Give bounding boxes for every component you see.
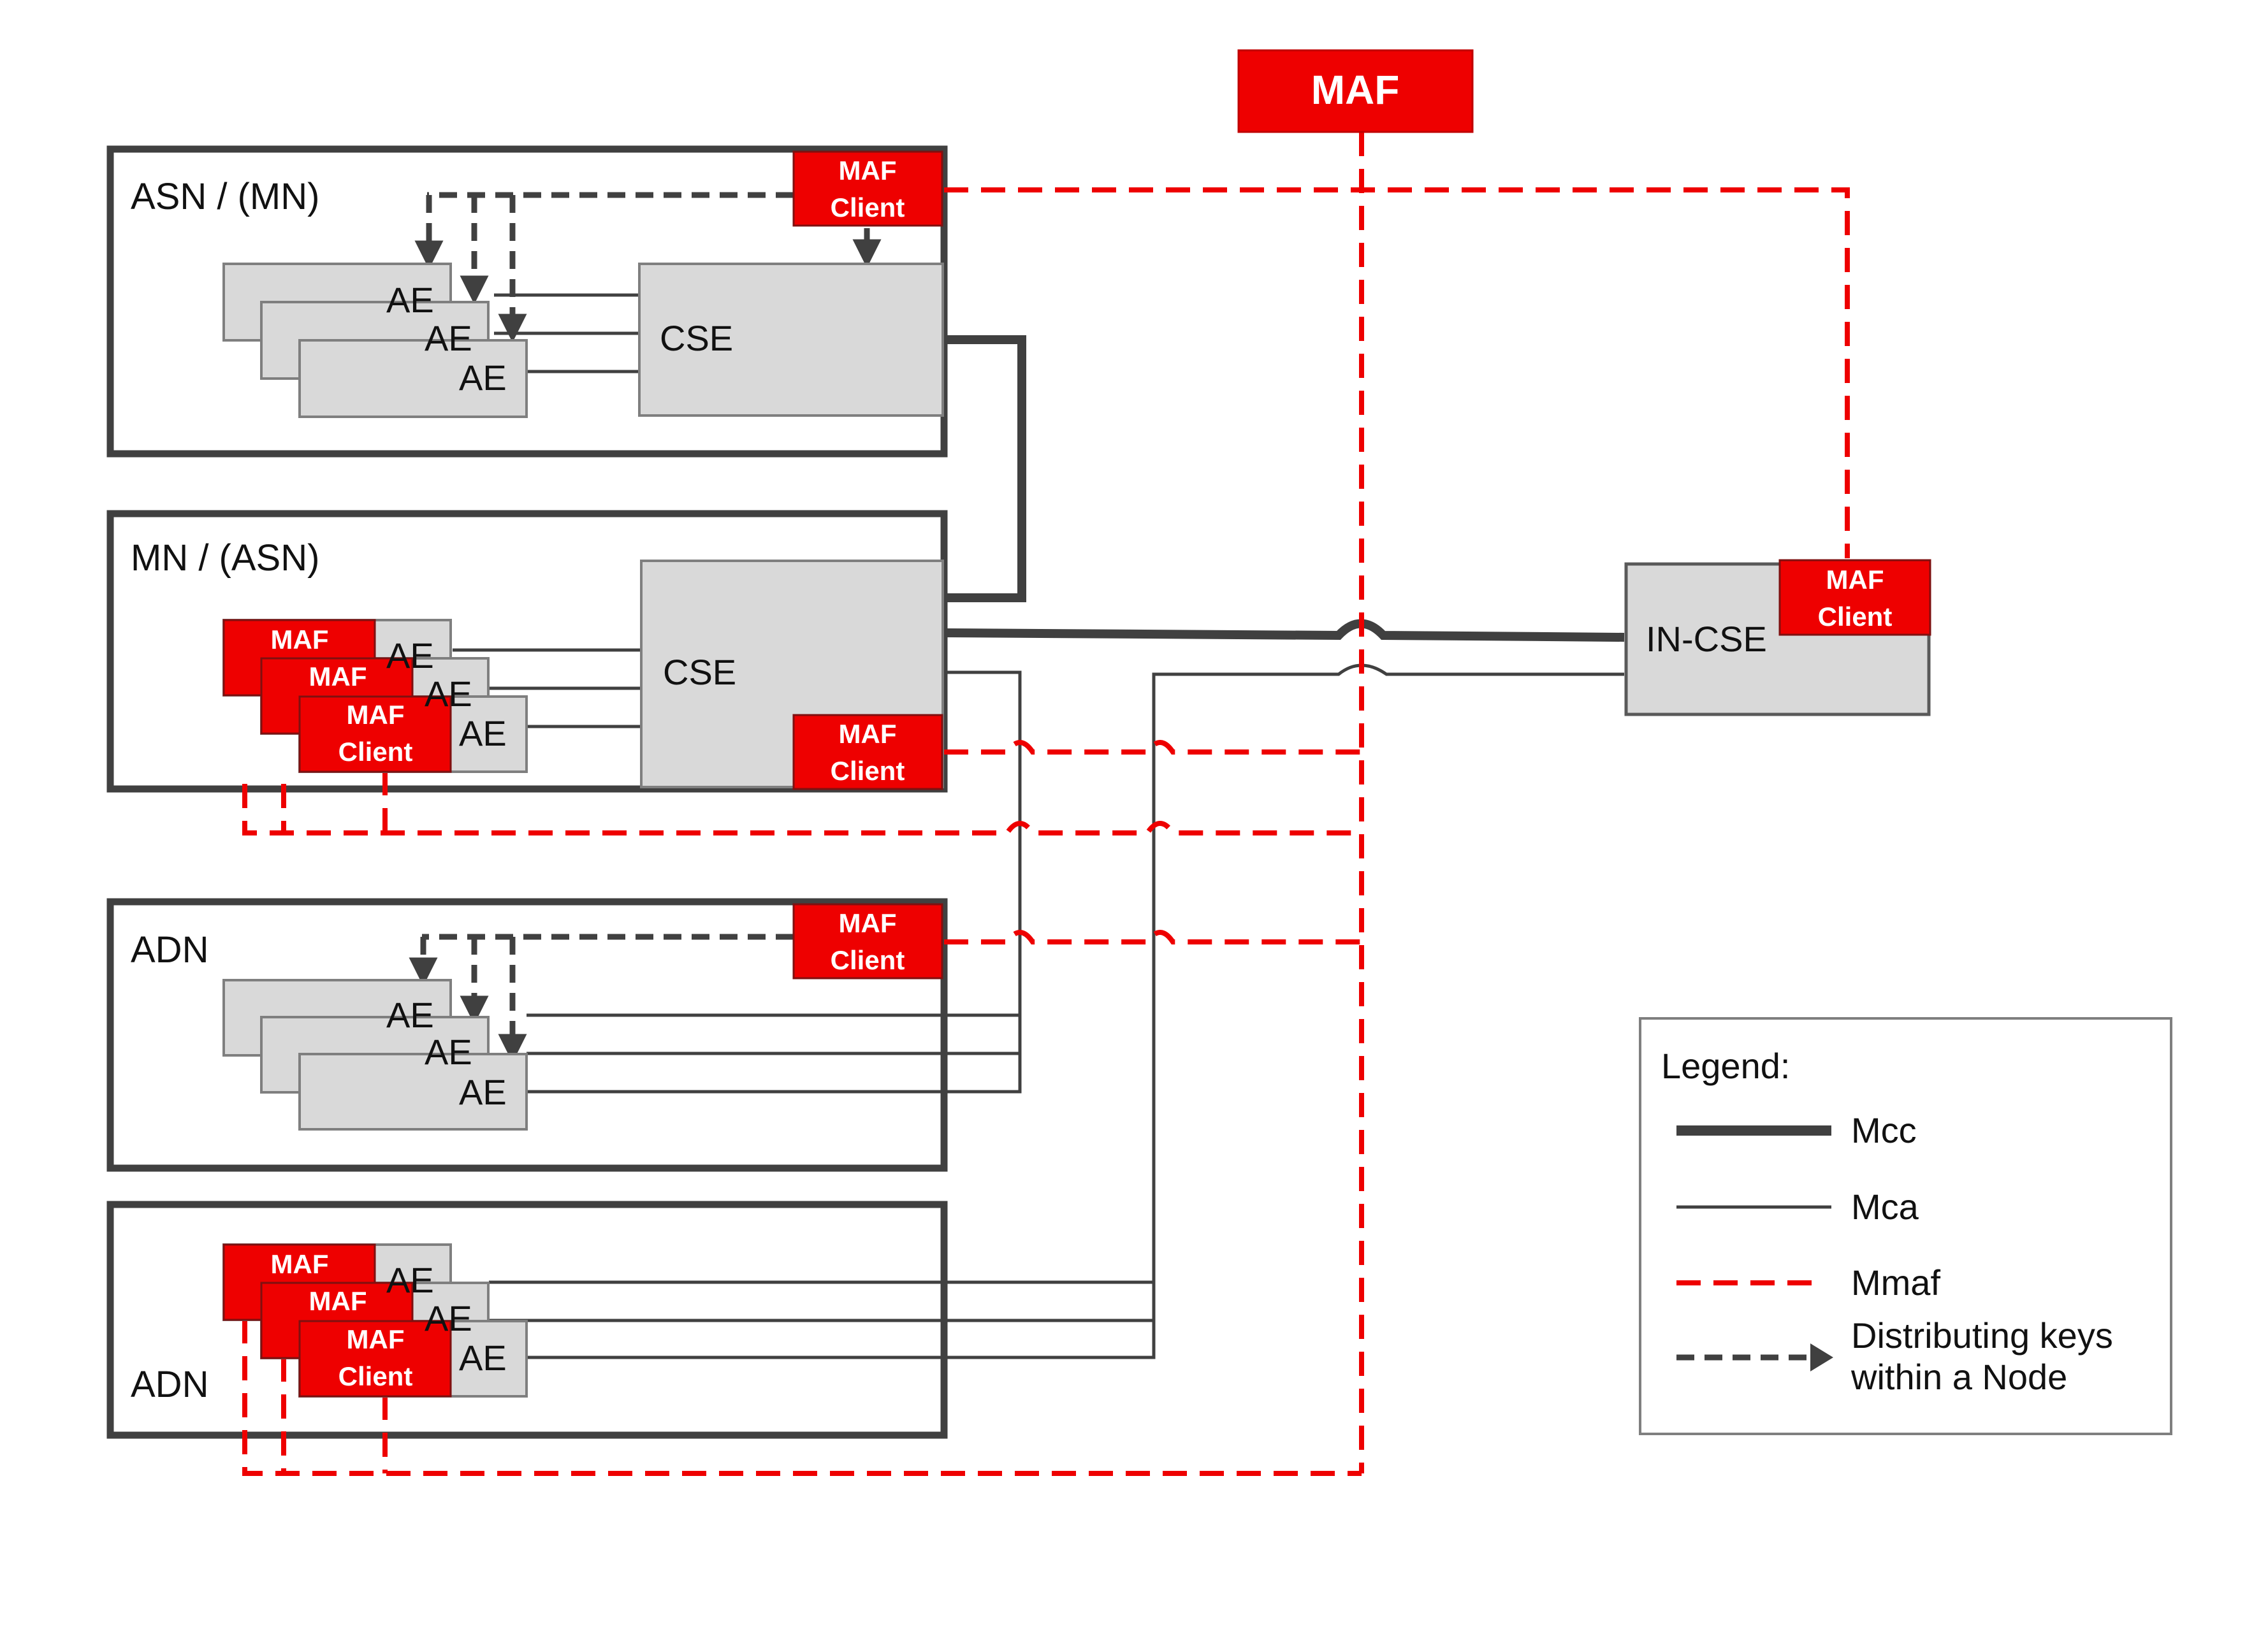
mn-ae-maf-label-4: Client: [338, 737, 413, 767]
in-cse-label: IN-CSE: [1646, 619, 1767, 659]
mn-maf-client-line2: Client: [831, 756, 905, 786]
asn-ae-label-2: AE: [425, 318, 472, 358]
adn2-ae-label-2: AE: [425, 1298, 472, 1338]
mn-cse-label: CSE: [663, 652, 736, 692]
mcc-line-mn-incse: [943, 619, 1625, 642]
mmaf-lines: [242, 132, 1850, 1476]
asn-ae-label-1: AE: [386, 280, 434, 320]
adn2-ae-stack: [222, 1243, 528, 1398]
mn-ae-maf-label-2: MAF: [309, 662, 367, 691]
node-label-adn-1: ADN: [131, 929, 208, 971]
asn-ae-label-3: AE: [459, 358, 507, 398]
mca-lines: [453, 293, 1624, 1359]
node-label-adn-2: ADN: [131, 1364, 208, 1405]
adn1-ae-label-3: AE: [459, 1072, 507, 1112]
adn2-ae-label-3: AE: [459, 1338, 507, 1378]
legend-label-keys-2: within a Node: [1850, 1357, 2067, 1397]
asn-ae-stack: [222, 263, 528, 418]
adn1-maf-client: [792, 903, 943, 980]
node-frame-adn-1: [106, 898, 948, 1172]
adn2-ae-maf-label-4: Client: [338, 1361, 413, 1391]
maf-box: [1237, 49, 1474, 133]
mn-ae-maf-label-1: MAF: [271, 625, 329, 654]
adn2-ae-maf-label-3: MAF: [347, 1324, 405, 1354]
mn-ae-maf-label-3: MAF: [347, 700, 405, 730]
asn-maf-client-line2: Client: [831, 192, 905, 222]
maf-label: MAF: [1311, 67, 1400, 113]
legend-title: Legend:: [1661, 1046, 1790, 1086]
asn-cse-box: [638, 263, 944, 417]
mn-maf-client-line1: MAF: [839, 719, 897, 749]
node-label-mn: MN / (ASN): [131, 537, 319, 579]
adn2-ae-label-1: AE: [386, 1260, 434, 1300]
legend-label-mca: Mca: [1851, 1187, 1919, 1227]
adn1-maf-client-line2: Client: [831, 945, 905, 975]
legend-box: [1639, 1017, 2172, 1435]
key-distribution-arrows: [409, 192, 882, 1063]
asn-maf-client-line1: MAF: [839, 155, 897, 185]
in-cse-maf-client: [1778, 559, 1931, 636]
mcc-line-asn-mn: [944, 335, 1026, 602]
in-cse-maf-client-line2: Client: [1818, 602, 1893, 632]
adn2-ae-maf-label-1: MAF: [271, 1249, 329, 1279]
adn1-maf-client-line1: MAF: [839, 908, 897, 938]
mn-ae-label-2: AE: [425, 674, 472, 714]
legend-label-mmaf: Mmaf: [1851, 1262, 1940, 1303]
node-label-asn: ASN / (MN): [131, 176, 319, 217]
legend-arrowhead-icon: [1810, 1343, 1833, 1371]
adn2-ae-maf-label-2: MAF: [309, 1286, 367, 1316]
mn-ae-label-1: AE: [386, 635, 434, 676]
adn1-ae-label-2: AE: [425, 1032, 472, 1072]
in-cse-maf-client-line1: MAF: [1826, 565, 1884, 595]
legend-label-keys-1: Distributing keys: [1851, 1315, 2113, 1356]
asn-cse-label: CSE: [660, 318, 733, 358]
mn-maf-client: [792, 714, 943, 790]
legend-label-mcc: Mcc: [1851, 1110, 1917, 1150]
mn-ae-label-3: AE: [459, 713, 507, 753]
asn-maf-client: [792, 150, 943, 227]
mn-ae-stack: [222, 619, 528, 773]
adn1-ae-label-1: AE: [386, 995, 434, 1035]
adn1-ae-stack: [222, 979, 528, 1131]
